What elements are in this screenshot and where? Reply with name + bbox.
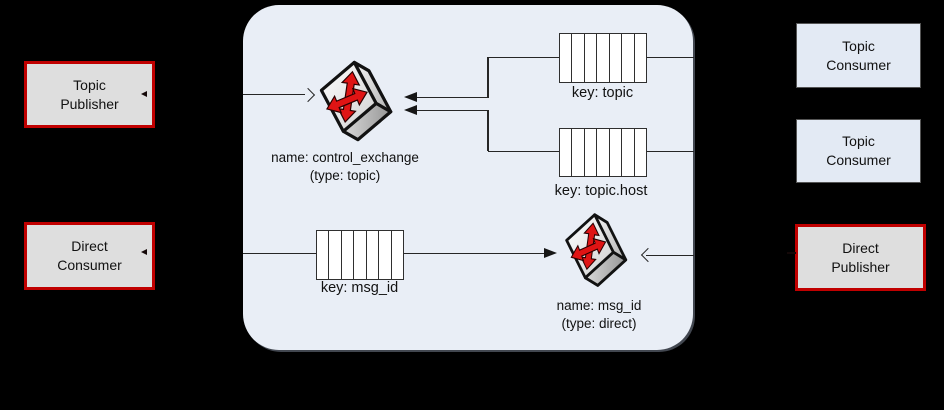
line-elbow-topic-queue-vertical [487, 57, 489, 98]
node-label-line: Topic [73, 76, 106, 93]
line-elbow-topic-queue-bottom [417, 97, 488, 99]
queue-cell [367, 231, 380, 279]
queue-cell [635, 34, 646, 82]
line-stub-arrow-icon [141, 91, 147, 97]
queue-cell [572, 129, 585, 176]
queue-topic-host-label: key: topic.host [554, 183, 648, 199]
queue-cell [622, 129, 635, 176]
queue-cell [560, 129, 573, 176]
node-topic-consumer-1: Topic Consumer [796, 23, 921, 88]
node-direct-consumer: Direct Consumer [24, 222, 155, 290]
line-elbow-topichost-queue-vertical [487, 110, 489, 151]
node-label-line: Topic [842, 37, 875, 54]
queue-cell [392, 231, 403, 279]
queue-msg-id-label: key: msg_id [320, 280, 399, 296]
queue-cell [317, 231, 330, 279]
line-stub-icon [787, 252, 796, 254]
queue-cell [635, 129, 646, 176]
queue-cell [329, 231, 342, 279]
node-topic-consumer-2: Topic Consumer [796, 119, 921, 183]
line-msgid-queue-to-direct-exchange [402, 252, 544, 254]
solid-arrowhead-left-icon [404, 105, 417, 116]
line-topic-publisher-to-exchange [243, 94, 305, 96]
queue-cell [585, 129, 598, 176]
line-msgid-queue-to-direct-consumer [243, 252, 318, 254]
queue-cell [342, 231, 355, 279]
node-topic-publisher: Topic Publisher [24, 61, 155, 128]
queue-cell [379, 231, 392, 279]
topic-exchange-name: name: control_exchange [271, 150, 419, 165]
queue-cell [354, 231, 367, 279]
solid-arrowhead-right-icon [544, 247, 557, 258]
solid-arrowhead-left-icon [404, 92, 417, 103]
queue-topic [559, 33, 647, 83]
queue-topic-label: key: topic [571, 85, 634, 101]
topic-exchange-label: name: control_exchange (type: topic) [245, 149, 445, 184]
direct-exchange-type: (type: direct) [561, 315, 637, 331]
node-label-line: Consumer [826, 152, 891, 168]
node-label-line: Direct [842, 239, 879, 256]
queue-cell [610, 34, 623, 82]
topic-exchange-type: (type: topic) [309, 167, 381, 183]
queue-cell [560, 34, 573, 82]
line-stub-arrow-icon [141, 249, 147, 255]
queue-msg-id [316, 230, 404, 280]
queue-cell [610, 129, 623, 176]
node-direct-publisher: Direct Publisher [795, 224, 926, 291]
direct-exchange-name: name: msg_id [556, 298, 642, 313]
queue-cell [622, 34, 635, 82]
direct-exchange-switch-icon [562, 208, 632, 293]
node-label-line: Consumer [57, 257, 122, 273]
line-elbow-topichost-queue-top [417, 110, 488, 112]
queue-cell [597, 129, 610, 176]
queue-cell [597, 34, 610, 82]
line-elbow-topichost-queue-bottom [488, 150, 559, 152]
queue-cell [585, 34, 598, 82]
node-label-line: Publisher [60, 95, 119, 112]
node-label-line: Consumer [826, 56, 891, 73]
node-label-line: Topic [842, 133, 875, 149]
topic-exchange-switch-icon [316, 55, 398, 148]
queue-topic-host [559, 128, 647, 177]
line-direct-publisher-to-exchange [646, 254, 694, 256]
queue-cell [572, 34, 585, 82]
node-label-line: Publisher [831, 258, 890, 275]
line-topichost-queue-to-consumer [645, 150, 694, 152]
direct-exchange-label: name: msg_id (type: direct) [499, 297, 699, 332]
line-elbow-topic-queue-top [488, 56, 559, 58]
node-label-line: Direct [71, 238, 108, 254]
line-topic-queue-to-consumer [645, 56, 694, 58]
